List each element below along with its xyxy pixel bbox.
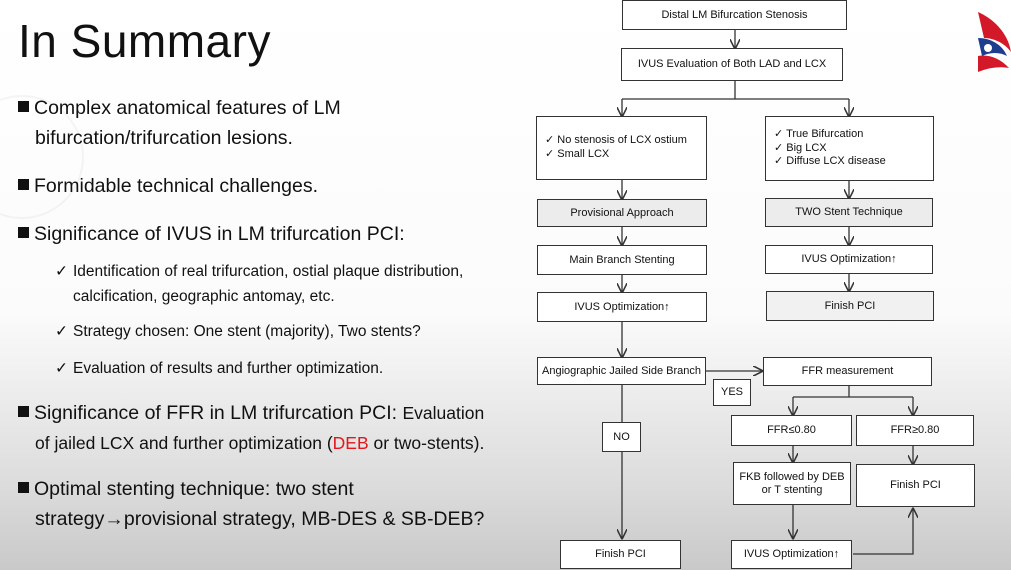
box-finish-ffr: Finish PCI <box>856 464 975 507</box>
criteria-item: ✓ No stenosis of LCX ostium <box>545 134 687 146</box>
bullet-text: Optimal stenting technique: two stent <box>34 478 354 500</box>
fkb-text: or T stenting <box>761 483 823 496</box>
sub-bullet-text: Identification of real trifurcation, ost… <box>73 263 464 280</box>
box-ivus-opt-left: IVUS Optimization↑ <box>537 292 707 322</box>
bullet-text: Significance of IVUS in LM trifurcation … <box>34 223 405 245</box>
bullet-text: or two-stents). <box>368 433 485 453</box>
box-left-criteria: ✓ No stenosis of LCX ostium ✓ Small LCX <box>536 116 707 180</box>
bullet-text: Significance of FFR in LM trifurcation P… <box>34 402 403 424</box>
slide-title: In Summary <box>18 15 271 67</box>
box-angiographic: Angiographic Jailed Side Branch <box>537 357 706 385</box>
deb-highlight: DEB <box>332 433 369 453</box>
checkmark-icon: ✓ <box>55 360 68 377</box>
bullet-square-icon <box>18 101 29 112</box>
box-ffr-ge: FFR≥0.80 <box>856 415 974 446</box>
box-fkb: FKB followed by DEB or T stenting <box>733 462 851 505</box>
box-ivus-opt-right: IVUS Optimization↑ <box>765 245 933 274</box>
bullet-square-icon <box>18 179 29 190</box>
fkb-text: FKB followed by DEB <box>739 470 845 483</box>
bullet-continuation: of jailed LCX and further optimization (… <box>18 428 484 458</box>
box-finish-right: Finish PCI <box>766 291 934 321</box>
label-yes: YES <box>713 379 751 406</box>
box-provisional-approach: Provisional Approach <box>537 199 707 227</box>
bullet-text: Complex anatomical features of LM <box>34 97 341 119</box>
bullet-text: Formidable technical challenges. <box>34 175 318 197</box>
box-finish-left: Finish PCI <box>560 540 681 569</box>
criteria-item: ✓ Diffuse LCX disease <box>774 155 886 167</box>
sub-bullet-text: Strategy chosen: One stent (majority), T… <box>73 323 421 340</box>
bullet-square-icon <box>18 227 29 238</box>
box-ivus-evaluation: IVUS Evaluation of Both LAD and LCX <box>621 48 843 81</box>
bullet-text: bifurcation/trifurcation lesions. <box>35 127 293 149</box>
bullet-challenges: Formidable technical challenges. <box>18 171 318 201</box>
box-distal-lm: Distal LM Bifurcation Stenosis <box>622 0 847 30</box>
sub-bullet-identification: ✓ Identification of real trifurcation, os… <box>55 259 463 309</box>
criteria-item: ✓ Small LCX <box>545 147 610 160</box>
sub-bullet-text: calcification, geographic antomay, etc. <box>73 288 335 305</box>
box-ffr-measurement: FFR measurement <box>763 357 932 386</box>
logo-icon <box>978 12 1011 72</box>
box-right-criteria: ✓ True Bifurcation ✓ Big LCX ✓ Diffuse L… <box>765 116 934 181</box>
box-two-stent: TWO Stent Technique <box>765 198 933 227</box>
label-no: NO <box>602 422 641 452</box>
bullet-anatomy: Complex anatomical features of LM bifurc… <box>18 93 341 153</box>
criteria-item: ✓ Big LCX <box>774 141 827 154</box>
box-ffr-le: FFR≤0.80 <box>731 415 852 446</box>
box-ivus-opt-bottom: IVUS Optimization↑ <box>731 540 852 569</box>
bullet-square-icon <box>18 482 29 493</box>
criteria-item: ✓ True Bifurcation <box>774 128 864 140</box>
checkmark-icon: ✓ <box>55 323 68 340</box>
bullet-text: Evaluation <box>402 403 485 423</box>
bullet-text: strategy→provisional strategy, MB-DES & … <box>35 508 485 530</box>
sub-bullet-text: Evaluation of results and further optimi… <box>73 360 384 377</box>
sub-bullet-strategy: ✓ Strategy chosen: One stent (majority), … <box>55 319 421 344</box>
box-main-branch: Main Branch Stenting <box>537 245 707 275</box>
sub-bullet-evaluation: ✓ Evaluation of results and further optim… <box>55 356 383 381</box>
bullet-ffr: Significance of FFR in LM trifurcation P… <box>18 398 484 458</box>
bullet-square-icon <box>18 406 29 417</box>
bullet-text: of jailed LCX and further optimization ( <box>35 433 333 453</box>
bullet-stenting: Optimal stenting technique: two stent st… <box>18 474 484 534</box>
bullet-ivus: Significance of IVUS in LM trifurcation … <box>18 219 405 249</box>
checkmark-icon: ✓ <box>55 263 68 280</box>
